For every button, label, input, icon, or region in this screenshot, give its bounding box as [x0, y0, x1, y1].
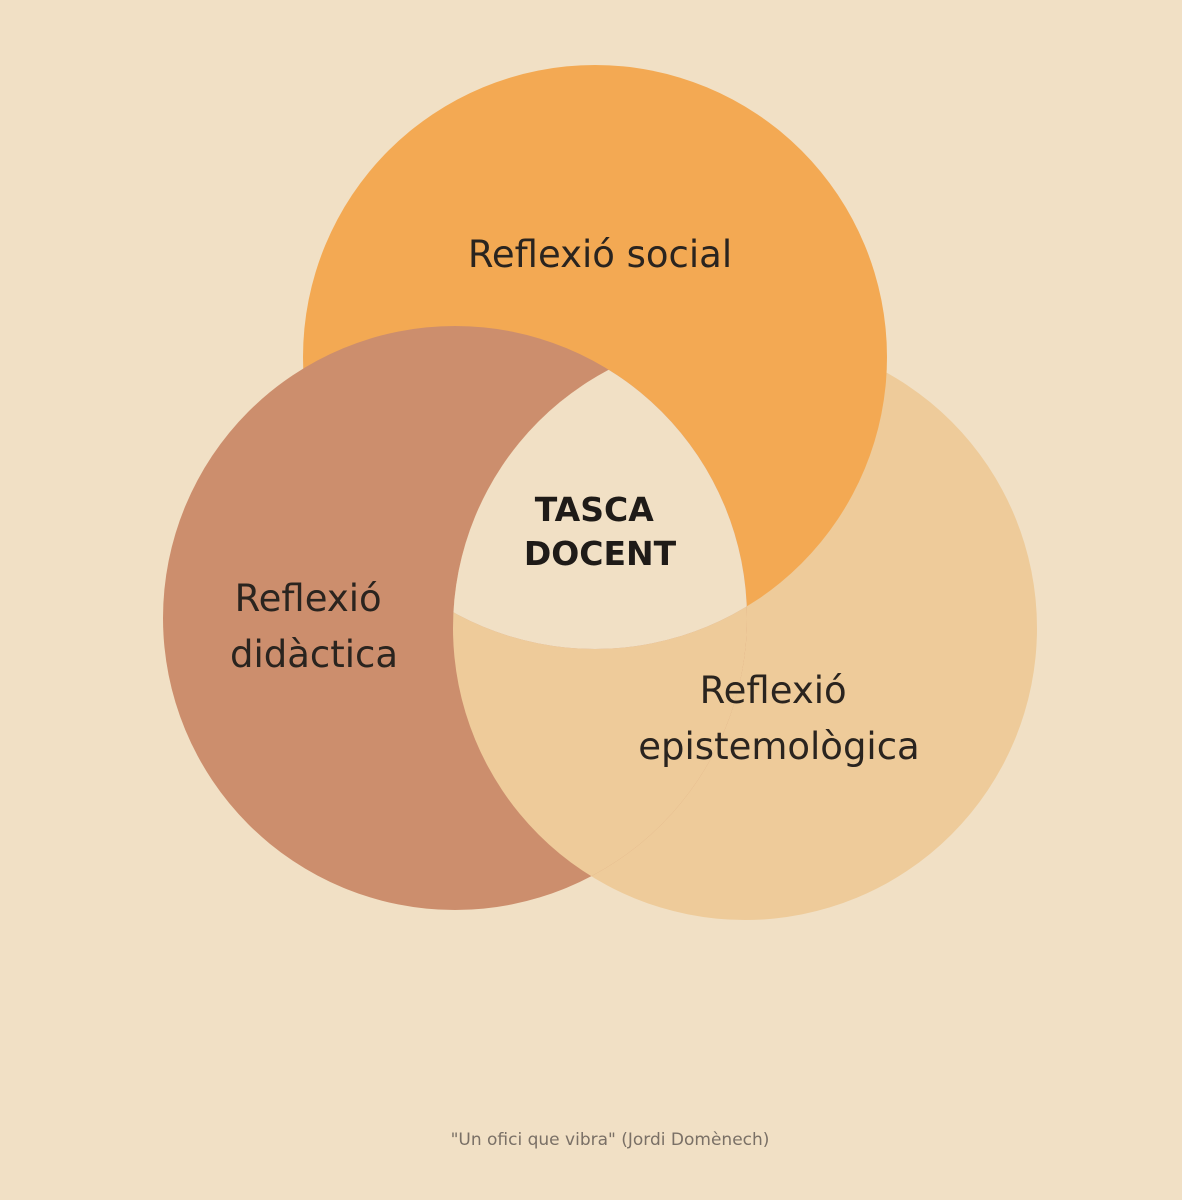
label-social: Reflexió social: [468, 233, 732, 276]
label-epistemologica: Reflexió epistemològica: [638, 669, 919, 768]
label-center: TASCA DOCENT: [524, 490, 677, 573]
label-didactica-line-2: didàctica: [230, 633, 398, 676]
label-epistemologica-line-1: Reflexió: [700, 669, 847, 712]
label-epistemologica-line-2: epistemològica: [638, 725, 919, 768]
label-center-line-2: DOCENT: [524, 534, 677, 573]
caption: "Un ofici que vibra" (Jordi Domènech): [450, 1130, 770, 1150]
label-social-line-1: Reflexió social: [468, 233, 732, 276]
label-didactica-line-1: Reflexió: [235, 577, 382, 620]
label-center-line-1: TASCA: [535, 490, 654, 529]
label-didactica: Reflexió didàctica: [230, 577, 398, 676]
